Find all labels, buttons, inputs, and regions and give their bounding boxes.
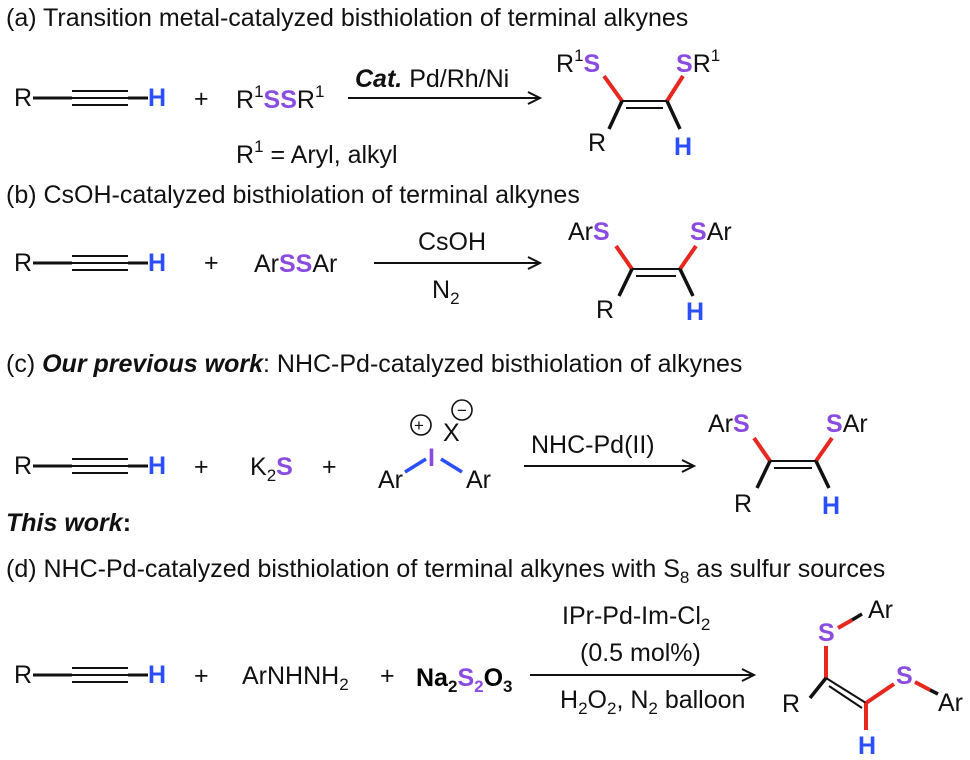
panel-c-alkyne: R H bbox=[14, 452, 166, 480]
plus-sign-1: + bbox=[194, 662, 209, 690]
aryl-left-label: Ar bbox=[378, 466, 403, 494]
condition-d-catalyst: IPr-Pd-Im-Cl2 bbox=[562, 602, 710, 634]
alkyne-r-label: R bbox=[14, 249, 32, 277]
plus-sign: + bbox=[194, 85, 209, 113]
reaction-arrow-a bbox=[348, 91, 543, 105]
panel-a-alkyne: R H bbox=[14, 84, 166, 112]
product-a: R1S SR1 R H bbox=[556, 46, 720, 161]
panel-c-heading: (c) Our previous work: NHC-Pd-catalyzed … bbox=[6, 350, 742, 378]
plus-sign-2: + bbox=[322, 453, 337, 481]
product-c: ArS SAr R H bbox=[708, 410, 868, 520]
alkyne-h-label: H bbox=[148, 452, 166, 480]
product-r-label: R bbox=[588, 129, 606, 157]
product-s-right: S bbox=[896, 662, 913, 690]
product-s-right: SR1 bbox=[676, 46, 720, 78]
product-ar-right: Ar bbox=[938, 689, 963, 717]
reaction-arrow-b bbox=[374, 256, 543, 270]
product-h-label: H bbox=[674, 133, 692, 161]
positive-charge-symbol: + bbox=[414, 416, 424, 435]
potassium-sulfide: K2S bbox=[250, 453, 293, 485]
panel-d-heading: (d) NHC-Pd-catalyzed bisthiolation of te… bbox=[6, 555, 885, 587]
product-r-label: R bbox=[596, 296, 614, 324]
panel-b: (b) CsOH-catalyzed bisthiolation of term… bbox=[6, 181, 732, 326]
product-s-top: S bbox=[818, 619, 835, 647]
panel-d: (d) NHC-Pd-catalyzed bisthiolation of te… bbox=[6, 555, 963, 760]
product-r-label: R bbox=[782, 690, 800, 718]
product-h-label: H bbox=[858, 732, 876, 760]
plus-sign: + bbox=[204, 249, 219, 277]
product-b: ArS SAr R H bbox=[568, 218, 732, 326]
condition-d-loading: (0.5 mol%) bbox=[580, 639, 701, 667]
panel-d-alkyne: R H bbox=[14, 661, 166, 689]
condition-b-bottom: N2 bbox=[432, 276, 460, 308]
this-work-label: This work: bbox=[6, 509, 131, 537]
product-s-left: ArS bbox=[568, 218, 610, 246]
condition-a: Cat. Pd/Rh/Ni bbox=[355, 65, 509, 93]
counterion-x: X bbox=[443, 419, 460, 447]
panel-a-heading: (a) Transition metal-catalyzed bisthiola… bbox=[6, 4, 688, 32]
panel-a: (a) Transition metal-catalyzed bisthiola… bbox=[6, 4, 720, 169]
product-r-label: R bbox=[734, 490, 752, 518]
alkyne-h-label: H bbox=[148, 661, 166, 689]
diaryliodonium-salt: + − X I Ar Ar bbox=[378, 399, 491, 494]
product-h-label: H bbox=[822, 492, 840, 520]
alkyne-h-label: H bbox=[148, 84, 166, 112]
panel-b-heading: (b) CsOH-catalyzed bisthiolation of term… bbox=[6, 181, 580, 209]
reaction-arrow-c bbox=[524, 459, 697, 473]
aryl-right-label: Ar bbox=[466, 466, 491, 494]
plus-sign-1: + bbox=[194, 453, 209, 481]
alkyne-r-label: R bbox=[14, 84, 32, 112]
disulfide-reagent: R1SSR1 bbox=[236, 82, 324, 114]
product-ar-top: Ar bbox=[868, 596, 893, 624]
diaryl-disulfide: ArSSAr bbox=[254, 250, 337, 278]
arylhydrazine: ArNHNH2 bbox=[242, 662, 349, 694]
product-h-label: H bbox=[686, 298, 704, 326]
r1-definition: R1 = Aryl, alkyl bbox=[236, 137, 398, 169]
sodium-thiosulfate: Na2S2O3 bbox=[416, 664, 513, 696]
product-s-right: SAr bbox=[690, 218, 732, 246]
plus-sign-2: + bbox=[380, 662, 395, 690]
panel-b-alkyne: R H bbox=[14, 249, 166, 277]
reaction-arrow-d bbox=[530, 668, 757, 682]
alkyne-r-label: R bbox=[14, 452, 32, 480]
negative-charge-symbol: − bbox=[457, 401, 467, 420]
alkyne-h-label: H bbox=[148, 249, 166, 277]
panel-c: (c) Our previous work: NHC-Pd-catalyzed … bbox=[6, 350, 868, 520]
iodine-label: I bbox=[428, 444, 435, 472]
condition-c: NHC-Pd(II) bbox=[531, 431, 655, 459]
condition-d-oxidant: H2O2, N2 balloon bbox=[560, 686, 745, 718]
product-s-right: SAr bbox=[826, 410, 868, 438]
product-s-left: ArS bbox=[708, 410, 750, 438]
product-d: S Ar R S Ar H bbox=[782, 596, 963, 760]
condition-b-top: CsOH bbox=[418, 228, 486, 256]
product-s-left: R1S bbox=[556, 46, 600, 78]
alkyne-r-label: R bbox=[14, 661, 32, 689]
